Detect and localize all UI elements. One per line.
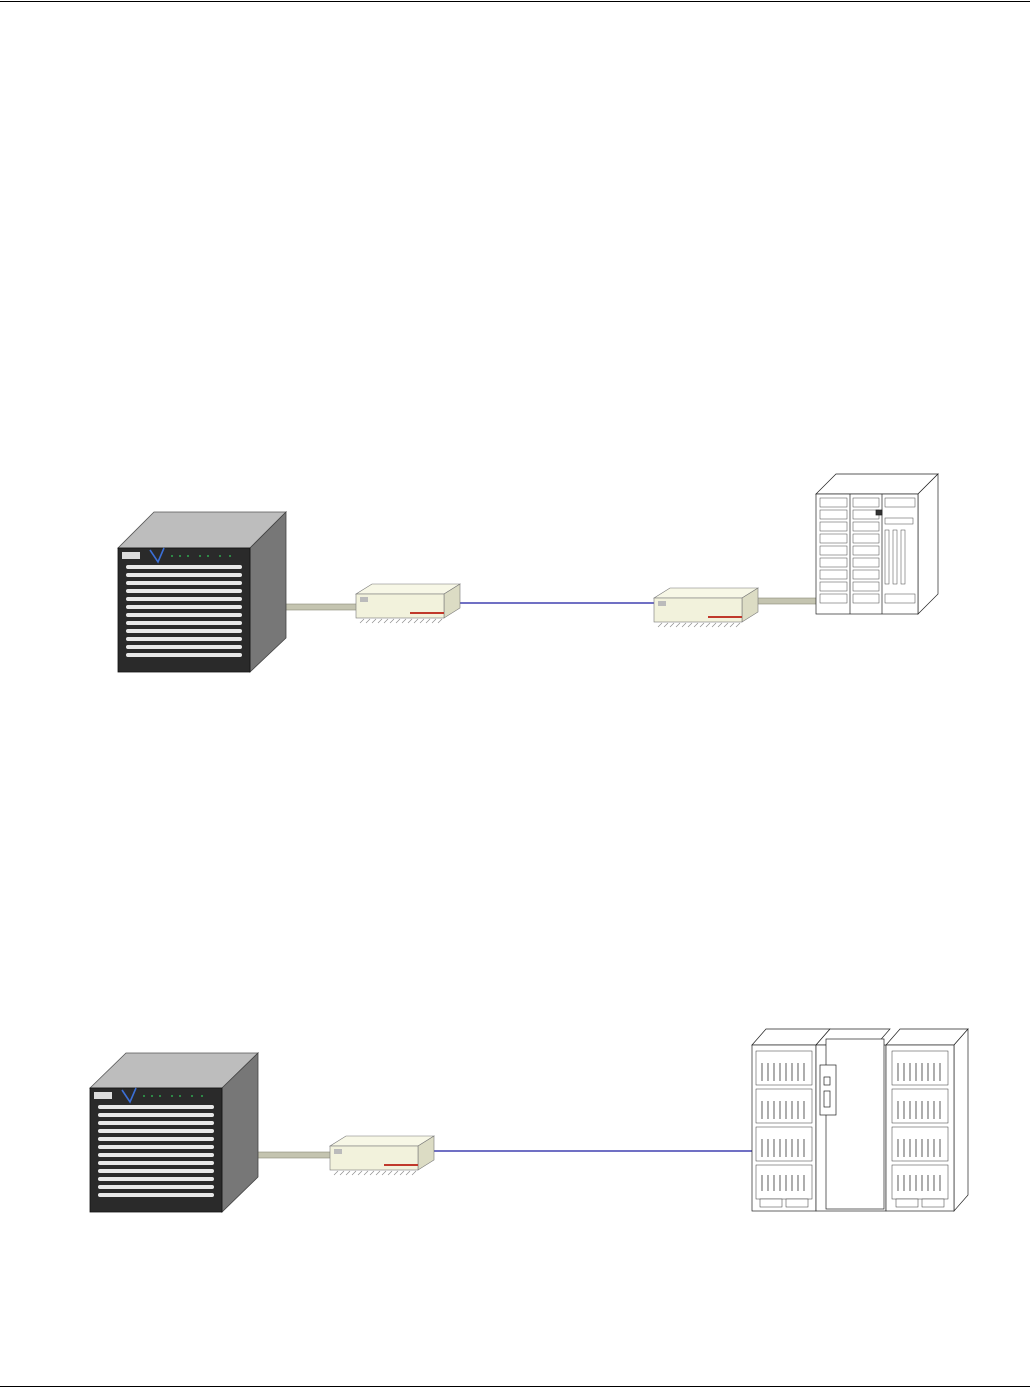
diagram-1-canvas (0, 460, 1030, 700)
extender-icon (330, 1136, 434, 1175)
diagram-host-to-tape-library (0, 1015, 1030, 1230)
tape-library-icon (752, 1029, 968, 1211)
diagram-2-canvas (0, 1015, 1030, 1230)
bottom-rule (0, 1386, 1030, 1387)
cable-server-extender (252, 1152, 334, 1158)
disk-array-cabinet-icon (816, 474, 938, 614)
extender-right-icon (654, 588, 758, 627)
extender-left-icon (356, 584, 460, 623)
top-rule (0, 1, 1030, 2)
cable-server-extender (280, 604, 360, 610)
cable-extender-cabinet (755, 598, 817, 604)
host-server-icon (118, 512, 286, 672)
host-server-icon (90, 1053, 258, 1212)
diagram-host-to-disk-array (0, 460, 1030, 700)
